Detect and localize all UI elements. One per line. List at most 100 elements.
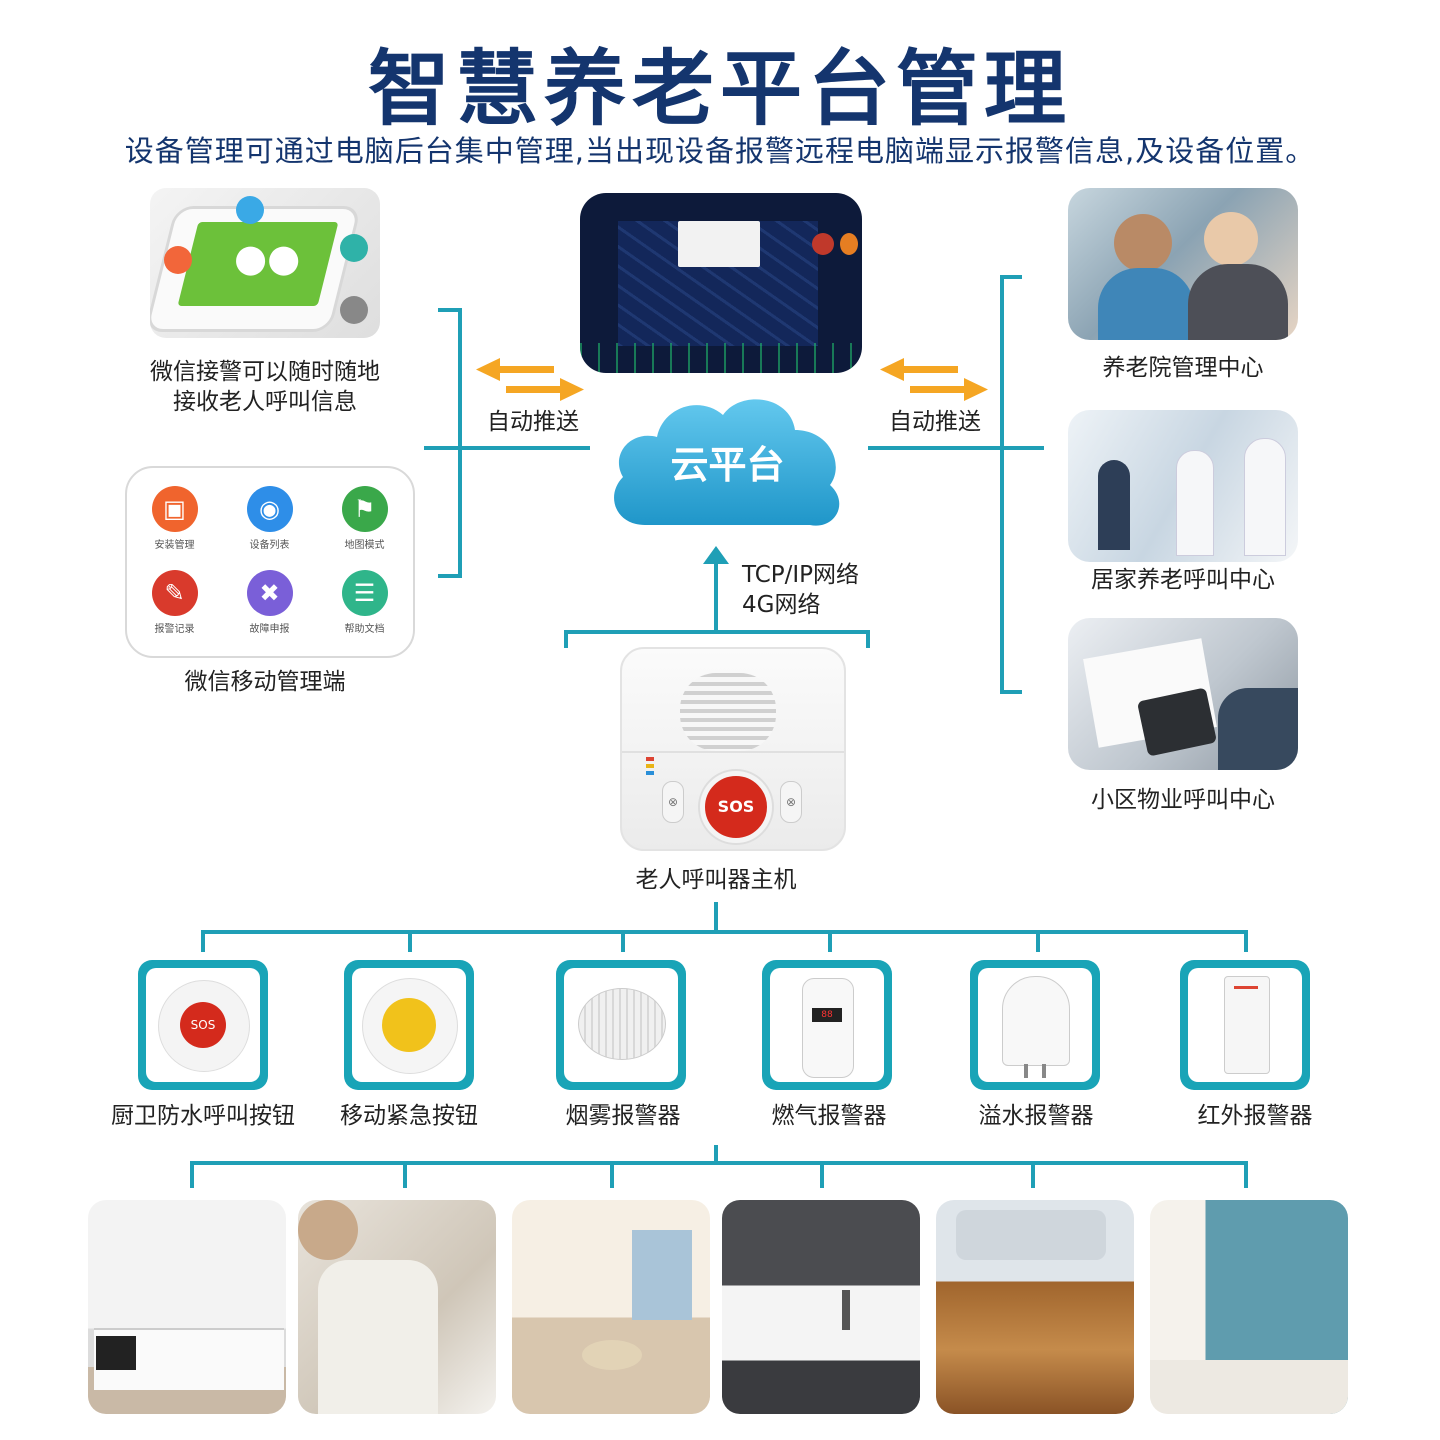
elder-body	[1188, 264, 1288, 340]
speaker-grille	[680, 673, 776, 751]
caregiver-body	[1098, 268, 1194, 340]
sensor-tile-infrared	[1180, 960, 1310, 1090]
window-shape	[632, 1230, 692, 1320]
doctor-figure-3	[1244, 438, 1286, 556]
oven-shape	[96, 1336, 136, 1370]
install-icon: ▣	[151, 486, 198, 532]
sofa-shape	[956, 1210, 1106, 1260]
corridor-photo	[1150, 1200, 1348, 1414]
elderly-knee-photo	[298, 1200, 496, 1414]
center-label-property: 小区物业呼叫中心	[1091, 787, 1275, 813]
right-arrow-lower-head	[964, 378, 988, 401]
right-arrow-upper-head	[880, 358, 904, 381]
gas-detector-icon	[802, 978, 854, 1078]
elder-body	[318, 1260, 438, 1414]
infrared-sensor-icon	[1224, 976, 1270, 1074]
settings-bubble-icon	[340, 296, 368, 324]
kitchen-dark-photo	[722, 1200, 920, 1414]
status-led-blue	[646, 771, 654, 775]
probe-left	[1024, 1064, 1028, 1078]
wechat-phone-image: ●●	[150, 188, 380, 338]
app-device-list[interactable]: ◉ 设备列表	[222, 476, 317, 560]
device-top-bracket	[564, 630, 870, 648]
sensor-tile-overflow	[970, 960, 1100, 1090]
sensor-label-4: 燃气报警器	[771, 1103, 887, 1129]
share-bubble-icon	[340, 234, 368, 262]
wechat-mobile-label: 微信移动管理端	[184, 669, 346, 695]
sensor-tile-bg	[978, 968, 1092, 1082]
kitchen-white-photo	[88, 1200, 286, 1414]
sensor-label-2: 移动紧急按钮	[340, 1103, 478, 1129]
elderly-call-host-device: SOS ⊗ ⊗	[620, 647, 846, 851]
monitor-chart-strip	[580, 343, 862, 373]
nursing-home-photo	[1068, 188, 1298, 340]
table-shape	[582, 1340, 642, 1370]
right-arrow-upper-shaft	[902, 366, 958, 373]
wet-floor-photo	[936, 1200, 1134, 1414]
push-left-label: 自动推送	[487, 409, 579, 435]
caregiver-figure	[1114, 214, 1172, 272]
sensor-tile-bg: 88	[770, 968, 884, 1082]
sos-button[interactable]: SOS	[700, 771, 772, 843]
device-list-icon: ◉	[246, 486, 293, 532]
status-led-yellow	[646, 764, 654, 768]
left-arrow-upper-head	[476, 358, 500, 381]
doctor-figure-2	[1176, 450, 1214, 556]
faucet-shape	[842, 1290, 850, 1330]
left-bracket-line	[438, 308, 462, 578]
living-room-photo	[512, 1200, 710, 1414]
network-label-2: 4G网络	[742, 592, 821, 618]
gas-display: 88	[812, 1008, 842, 1022]
right-arrow-lower-shaft	[910, 386, 966, 393]
elder-figure	[1204, 212, 1258, 266]
sensor-tile-waterproof-button: SOS	[138, 960, 268, 1090]
help-doc-icon: ☰	[341, 570, 388, 616]
left-arrow-lower-head	[560, 378, 584, 401]
red-sos-button-icon: SOS	[180, 1002, 226, 1048]
tools-icon: ✖	[246, 570, 293, 616]
center-label-home: 居家养老呼叫中心	[1091, 567, 1275, 593]
monitor-warning-indicator	[840, 233, 858, 255]
sensor-tile-bg	[352, 968, 466, 1082]
doctor-figure-1	[1098, 460, 1130, 550]
floor-shape	[1150, 1360, 1348, 1414]
app-help-doc[interactable]: ☰ 帮助文档	[317, 560, 412, 644]
sensor-tile-bg	[1188, 968, 1302, 1082]
app-install[interactable]: ▣ 安装管理	[127, 476, 222, 560]
wechat-alarm-label-1: 微信接警可以随时随地	[150, 359, 380, 385]
water-sensor-icon	[1002, 976, 1070, 1066]
sensor-label-1: 厨卫防水呼叫按钮	[111, 1103, 295, 1129]
center-label-nursing: 养老院管理中心	[1102, 355, 1264, 381]
alert-bubble-icon	[164, 246, 192, 274]
page-title: 智慧养老平台管理	[367, 42, 1072, 137]
elder-head	[298, 1200, 358, 1260]
wechat-app-grid: ▣ 安装管理 ◉ 设备列表 ⚑ 地图模式 ✎ 报警记录 ✖ 故障申报 ☰ 帮助文…	[125, 466, 415, 658]
sensor-tile-gas: 88	[762, 960, 892, 1090]
left-side-button-icon[interactable]: ⊗	[662, 781, 684, 823]
device-divider	[622, 751, 844, 753]
platform-monitor-screenshot	[580, 193, 862, 373]
up-arrow-head	[703, 546, 729, 564]
sensor-tile-mobile-button	[344, 960, 474, 1090]
right-bracket-line	[1000, 275, 1022, 694]
network-label-1: TCP/IP网络	[742, 562, 860, 588]
app-alarm-record[interactable]: ✎ 报警记录	[127, 560, 222, 644]
alarm-record-icon: ✎	[151, 570, 198, 616]
left-arrow-upper-shaft	[498, 366, 554, 373]
infrared-logo-stripe	[1234, 986, 1258, 989]
monitor-alarm-popup	[678, 221, 760, 267]
smoke-detector-icon	[578, 988, 666, 1060]
page-subtitle: 设备管理可通过电脑后台集中管理,当出现设备报警远程电脑端显示报警信息,及设备位置…	[124, 134, 1316, 168]
sensor-bus-line	[201, 930, 1248, 952]
sensor-tile-smoke	[556, 960, 686, 1090]
sensor-label-6: 红外报警器	[1197, 1103, 1313, 1129]
yellow-button-icon	[382, 998, 436, 1052]
left-arrow-lower-shaft	[506, 386, 562, 393]
app-map-mode[interactable]: ⚑ 地图模式	[317, 476, 412, 560]
probe-right	[1042, 1064, 1046, 1078]
wechat-alarm-label-2: 接收老人呼叫信息	[173, 389, 357, 415]
sensor-tile-bg	[564, 968, 678, 1082]
right-side-button-icon[interactable]: ⊗	[780, 781, 802, 823]
app-fault-report[interactable]: ✖ 故障申报	[222, 560, 317, 644]
